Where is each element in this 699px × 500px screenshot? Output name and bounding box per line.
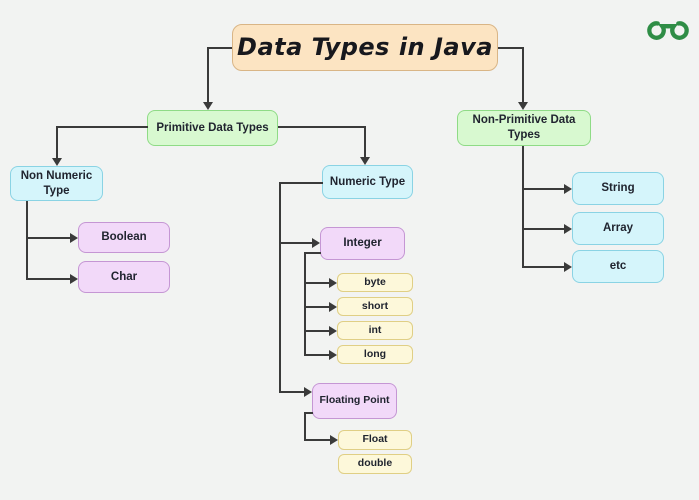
arrowhead-to-byte-icon	[329, 278, 337, 288]
connector-integer-children	[304, 252, 306, 356]
connector-nonnumeric-boolean	[26, 237, 72, 239]
arrowhead-to-floating-icon	[304, 387, 312, 397]
node-primitive-data-types: Primitive Data Types	[147, 110, 278, 146]
arrowhead-to-nonprimitive-icon	[518, 102, 528, 110]
geeksforgeeks-logo-icon	[647, 21, 689, 40]
connector-integer-short	[304, 306, 330, 308]
arrowhead-to-short-icon	[329, 302, 337, 312]
node-char: Char	[78, 261, 170, 293]
arrowhead-to-char-icon	[70, 274, 78, 284]
connector-primitive-numeric	[278, 126, 366, 128]
node-double: double	[338, 454, 412, 474]
node-int: int	[337, 321, 413, 340]
connector-title-nonprimitive	[522, 47, 524, 103]
arrowhead-to-numeric-icon	[360, 157, 370, 165]
connector-nonnumeric-char	[26, 278, 72, 280]
connector-integer-int	[304, 330, 330, 332]
arrowhead-to-string-icon	[564, 184, 572, 194]
node-non-primitive-data-types: Non-Primitive Data Types	[457, 110, 591, 146]
arrowhead-to-nonnumeric-icon	[52, 158, 62, 166]
connector-primitive-nonnumeric	[56, 126, 58, 159]
node-short: short	[337, 297, 413, 316]
connector-title-primitive	[207, 47, 209, 103]
connector-numeric-stem	[279, 182, 323, 184]
connector-numeric-integer	[279, 242, 313, 244]
connector-title-nonprimitive	[498, 47, 523, 49]
connector-numeric-floating	[279, 391, 305, 393]
connector-primitive-nonnumeric	[56, 126, 148, 128]
node-numeric-type: Numeric Type	[322, 165, 413, 199]
connector-nonprimitive-array	[522, 228, 565, 230]
node-byte: byte	[337, 273, 413, 292]
arrowhead-to-float-icon	[330, 435, 338, 445]
arrowhead-to-long-icon	[329, 350, 337, 360]
connector-nonprimitive-children	[522, 146, 524, 268]
node-floating-point: Floating Point	[312, 383, 397, 419]
connector-numeric-children	[279, 182, 281, 392]
arrowhead-to-boolean-icon	[70, 233, 78, 243]
connector-nonprimitive-etc	[522, 266, 565, 268]
connector-integer-long	[304, 354, 330, 356]
node-etc: etc	[572, 250, 664, 283]
arrowhead-to-integer-icon	[312, 238, 320, 248]
node-non-numeric-type: Non Numeric Type	[10, 166, 103, 201]
arrowhead-to-primitive-icon	[203, 102, 213, 110]
connector-title-primitive	[208, 47, 232, 49]
connector-nonnumeric-children	[26, 201, 28, 280]
connector-floating-float	[304, 412, 306, 441]
connector-integer-stem	[304, 252, 321, 254]
node-array: Array	[572, 212, 664, 245]
node-float: Float	[338, 430, 412, 450]
connector-integer-byte	[304, 282, 330, 284]
connector-nonprimitive-string	[522, 188, 565, 190]
node-string: String	[572, 172, 664, 205]
node-integer: Integer	[320, 227, 405, 260]
node-boolean: Boolean	[78, 222, 170, 253]
arrowhead-to-etc-icon	[564, 262, 572, 272]
arrowhead-to-int-icon	[329, 326, 337, 336]
arrowhead-to-array-icon	[564, 224, 572, 234]
connector-floating-float	[304, 439, 331, 441]
node-long: long	[337, 345, 413, 364]
connector-floating-stem	[304, 412, 313, 414]
connector-primitive-numeric	[364, 126, 366, 157]
diagram-title: Data Types in Java	[232, 24, 498, 71]
